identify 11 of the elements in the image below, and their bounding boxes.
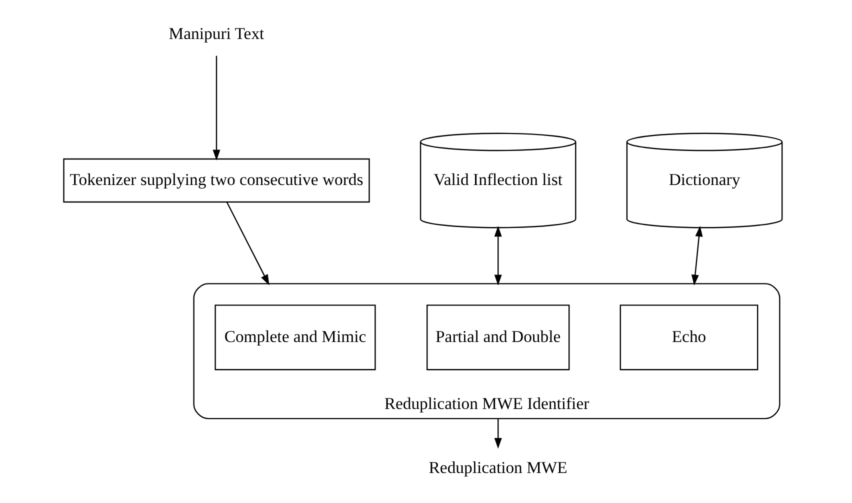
node-box: Tokenizer supplying two consecutive words [62, 158, 370, 203]
arrow [494, 226, 502, 286]
arrow [690, 226, 702, 286]
node-box: Echo [619, 304, 758, 370]
node-box: Complete and Mimic [214, 304, 376, 370]
node-text: Manipuri Text [168, 24, 264, 43]
arrow [212, 56, 220, 160]
node-box: Partial and Double [426, 304, 570, 370]
node-text: Reduplication MWE [428, 458, 567, 478]
arrow [494, 418, 502, 449]
arrow [226, 202, 269, 286]
